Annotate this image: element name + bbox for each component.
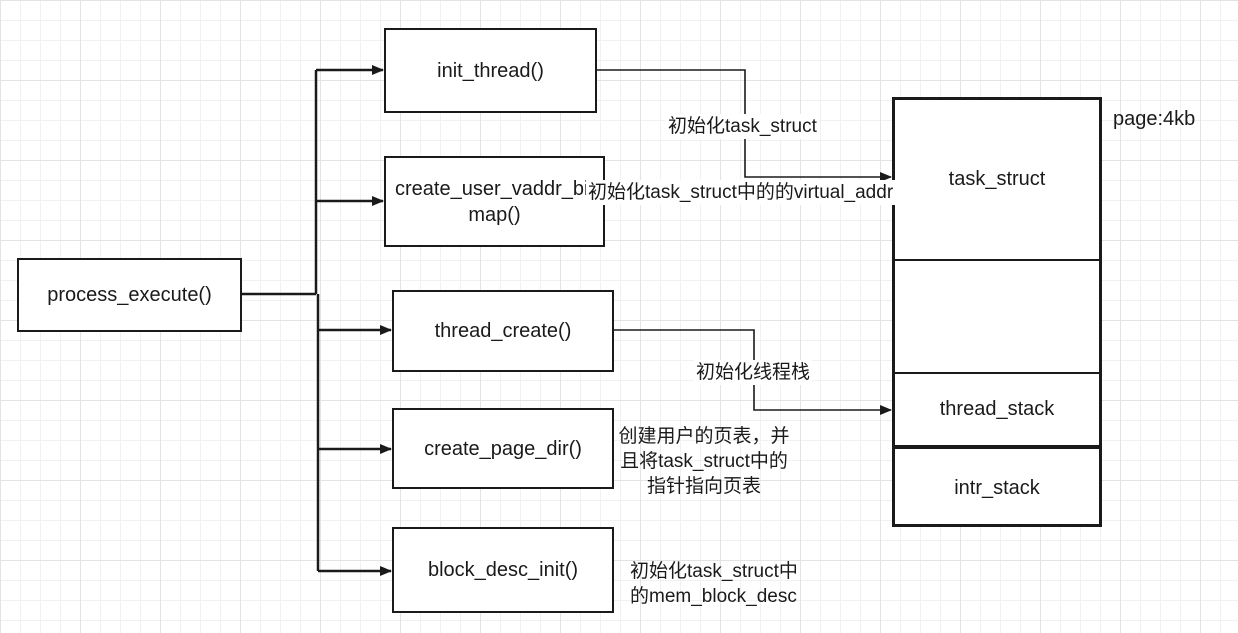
- create-page-dir-annotation: 创建用户的页表，并 且将task_struct中的 指针指向页表: [614, 424, 794, 499]
- task-struct-segment: task_struct: [895, 100, 1099, 261]
- create-user-vaddr-bitmap-label: create_user_vaddr_bitmap(): [394, 177, 594, 226]
- init-thread-label: init_thread(): [437, 59, 544, 82]
- thread-create-box: thread_create(): [392, 290, 614, 372]
- block-desc-init-box: block_desc_init(): [392, 527, 614, 613]
- create-page-dir-box: create_page_dir(): [392, 408, 614, 489]
- init-thread-stack-annotation: 初始化线程栈: [694, 360, 813, 385]
- task-struct-label: task_struct: [948, 168, 1046, 190]
- process-execute-box: process_execute(): [17, 258, 242, 332]
- create-page-dir-annotation-line2: 且将task_struct中的: [620, 451, 788, 472]
- memory-page: task_struct thread_stack intr_stack: [892, 97, 1102, 527]
- empty-segment: [895, 261, 1099, 374]
- intr-stack-segment: intr_stack: [895, 449, 1099, 527]
- init-task-struct-annotation: 初始化task_struct: [666, 114, 819, 139]
- create-page-dir-annotation-line1: 创建用户的页表，并: [618, 426, 790, 447]
- init-thread-box: init_thread(): [384, 28, 597, 113]
- thread-create-label: thread_create(): [434, 320, 572, 342]
- thread-stack-segment: thread_stack: [895, 374, 1099, 449]
- block-desc-annotation-line1: 初始化task_struct中: [630, 561, 798, 582]
- thread-stack-label: thread_stack: [939, 398, 1055, 420]
- intr-stack-label: intr_stack: [954, 476, 1040, 499]
- block-desc-annotation-line2: 的mem_block_desc: [630, 586, 797, 607]
- block-desc-init-label: block_desc_init(): [427, 559, 579, 581]
- create-user-vaddr-bitmap-box: create_user_vaddr_bitmap(): [384, 156, 605, 247]
- create-page-dir-annotation-line3: 指针指向页表: [646, 476, 761, 497]
- block-desc-annotation: 初始化task_struct中 的mem_block_desc: [630, 559, 815, 609]
- page-size-label: page:4kb: [1113, 108, 1196, 130]
- process-execute-label: process_execute(): [47, 284, 212, 306]
- init-virtual-addr-annotation: 初始化task_struct中的的virtual_addr: [586, 180, 896, 205]
- create-page-dir-label: create_page_dir(): [424, 437, 582, 460]
